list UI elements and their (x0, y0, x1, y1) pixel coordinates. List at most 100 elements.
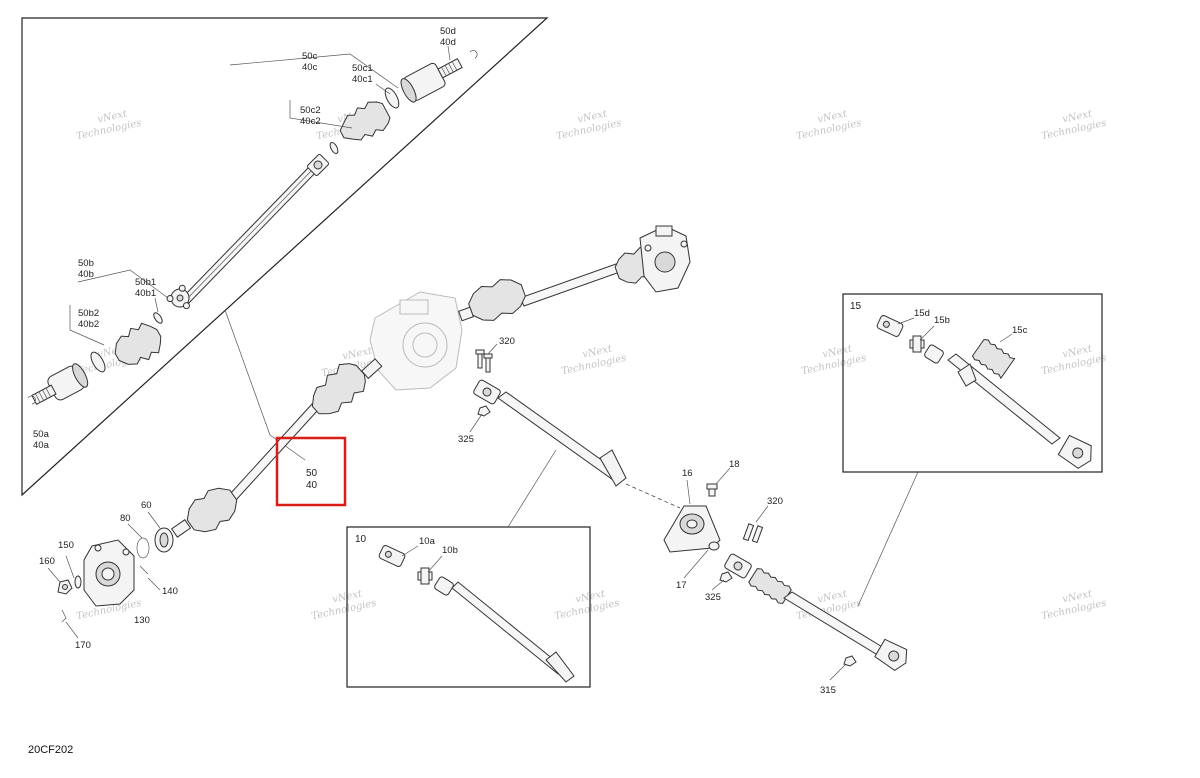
group-bracket-c (229, 53, 399, 89)
leader-15c (999, 333, 1013, 343)
drive-shaft-exploded-detail: 50d 40d 50c 40c 50c1 40c1 50c2 40c2 50b … (21, 17, 549, 497)
stud-140 (139, 565, 149, 575)
detail-box-15-leader (857, 471, 919, 607)
callout-15c: 15c (1012, 325, 1028, 336)
leader-315 (829, 663, 847, 681)
callout-140: 140 (162, 586, 178, 597)
rear-shaft-flange (874, 638, 908, 671)
leader-60 (147, 511, 161, 529)
detail-frame (21, 17, 549, 497)
screw-18 (706, 483, 718, 497)
callout-40c2: 40c2 (300, 116, 321, 127)
inner-boot-50c2 (339, 101, 391, 141)
washer-150 (74, 575, 82, 589)
prop-shaft-end-yoke (434, 576, 454, 596)
rear-shaft-boot-a (468, 279, 526, 321)
washer-17 (708, 541, 720, 551)
detail-box-10-leader (507, 449, 557, 528)
rear-gearbox (639, 225, 691, 293)
callout-320-rear: 320 (767, 496, 783, 507)
callout-130: 130 (134, 615, 150, 626)
detail-box-15-frame (842, 293, 1103, 473)
outer-boot-50b2 (114, 322, 162, 365)
assembly-axis-line (625, 483, 681, 509)
outer-cv-tripod (166, 284, 190, 310)
detail-to-shaft-leader (224, 309, 306, 461)
callout-40a: 40a (33, 440, 50, 451)
callout-150: 150 (58, 540, 74, 551)
yoke-15d (876, 315, 904, 337)
callout-50: 50 (306, 468, 318, 479)
watermark: vNext Technologies (560, 343, 627, 377)
bracket-c2 (289, 100, 353, 129)
rear-shaft-front-yoke (724, 553, 752, 579)
leader-80 (127, 523, 143, 539)
callout-17: 17 (676, 580, 687, 591)
callout-50c1: 50c1 (352, 63, 373, 74)
detail-shaft (179, 163, 319, 307)
bearing-circlip-80 (136, 537, 150, 559)
leader-50d (447, 45, 451, 61)
watermark: vNext Technologies (75, 108, 142, 142)
callout-50b1: 50b1 (135, 277, 156, 288)
callout-315: 315 (820, 685, 836, 696)
front-propeller-shaft: 320 325 (458, 336, 627, 487)
leader-16 (686, 479, 691, 505)
leader-150 (65, 555, 75, 579)
detail-box-10: 10 10a 10b (346, 449, 591, 688)
detail-box-10-frame (346, 526, 591, 688)
u-joint-cross-10b (417, 567, 433, 585)
prop-shaft-spline-collar (599, 449, 627, 487)
callout-60: 60 (141, 500, 152, 511)
circlip-a (27, 395, 36, 405)
callout-325-rear: 325 (705, 592, 721, 603)
rear-shaft-spline-a (458, 306, 474, 322)
leader-10a (401, 545, 419, 557)
callout-50a: 50a (33, 429, 50, 440)
callout-10: 10 (355, 534, 367, 545)
leader-18 (715, 467, 731, 485)
callout-50b2: 50b2 (78, 308, 99, 319)
nut-325-rear (719, 571, 733, 583)
leader-170 (65, 621, 79, 639)
callout-40c1: 40c1 (352, 74, 373, 85)
outer-cv-housing-50a (31, 363, 89, 405)
leader-160 (47, 567, 61, 583)
leader-50b1 (154, 297, 159, 313)
callout-40c: 40c (302, 62, 318, 73)
watermark: vNext Technologies (1040, 343, 1107, 377)
prop-shaft-front-yoke (473, 379, 501, 405)
shaft-15-rear-flange (1057, 434, 1092, 469)
highlight-box-50-40 (275, 436, 347, 507)
leader-325-front (469, 413, 483, 433)
callout-50c: 50c (302, 51, 318, 62)
callout-50b: 50b (78, 258, 94, 269)
callout-40: 40 (306, 480, 318, 491)
yoke-10a (378, 545, 406, 567)
front-differential-ghost (369, 291, 463, 391)
half-shaft-outer-spline (170, 519, 192, 538)
callout-18: 18 (729, 459, 740, 470)
leader-10b (427, 555, 443, 573)
leader-15b (919, 325, 935, 341)
leader-17 (683, 549, 709, 579)
watermark: vNext Technologies (795, 108, 862, 142)
nut-315 (843, 655, 857, 667)
small-clamp-b (153, 312, 163, 324)
axle-nut-160 (57, 579, 73, 595)
bolts-320-front (475, 349, 493, 373)
callout-160: 160 (39, 556, 55, 567)
callout-15d: 15d (914, 308, 930, 319)
callout-15b: 15b (934, 315, 950, 326)
leader-15d (897, 317, 915, 325)
nut-325-front (477, 405, 491, 417)
watermark: vNext Technologies (555, 108, 622, 142)
rear-half-shaft (458, 246, 657, 322)
boot-15c (971, 338, 1016, 380)
circlip (469, 50, 478, 59)
boot-clamp-50c1 (384, 87, 400, 109)
watermark: vNext Technologies (310, 588, 377, 622)
leader-320-rear (755, 505, 769, 523)
small-clamp (329, 142, 339, 154)
